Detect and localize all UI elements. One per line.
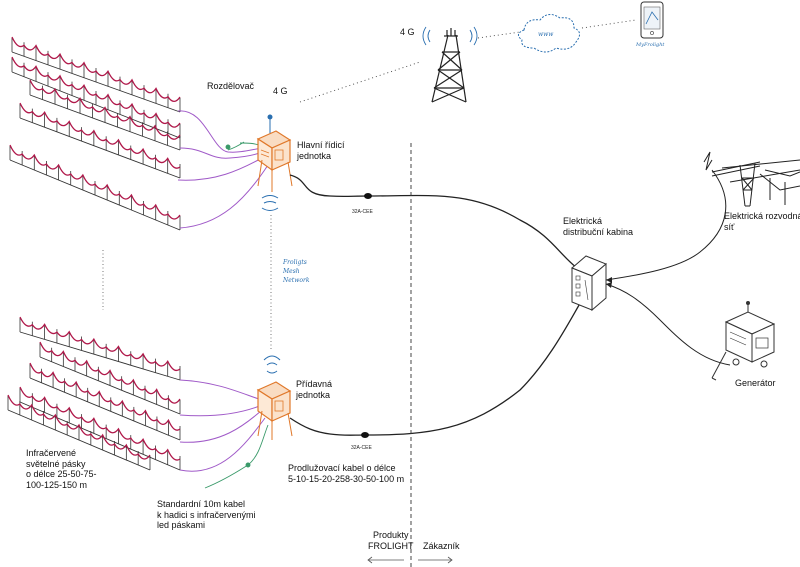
generator-icon — [711, 301, 776, 381]
ir-strip — [39, 341, 181, 404]
standard-cable-label: Standardní 10m kabel k hadici s infračer… — [157, 499, 256, 531]
products-label: Produkty FROLIGHT — [368, 530, 414, 551]
extension-cable-label-line2: 5-10-15-20-258-30-50-100 m — [288, 473, 405, 484]
feed-cables-bottom — [179, 379, 266, 472]
extension-cable-label: Prodlužovací kabel o délce 5-10-15-20-25… — [288, 463, 404, 484]
main-unit-label: Hlavní řídicí jednotka — [297, 140, 345, 161]
ir-strips-label-line4: 100-125-150 m — [26, 479, 88, 490]
products-label-line1: Produkty — [372, 530, 409, 540]
main-control-unit — [256, 114, 293, 192]
generator-cable — [605, 283, 731, 366]
cabinet-label: Elektrická distribuční kabina — [563, 216, 633, 237]
standard-cable-label-line2: k hadici s infračervenými — [157, 509, 256, 520]
smartphone-icon — [640, 1, 664, 39]
aux-unit-label-line1: Přídavná — [296, 379, 333, 389]
grid-label-line2: síť — [724, 221, 735, 232]
mesh-label-line3: Network — [282, 277, 310, 284]
ir-strip — [19, 386, 181, 461]
connector-top-label: 32A-CEE — [352, 209, 374, 215]
generator-label: Generátor — [735, 378, 776, 388]
signal-arcs-icon — [422, 26, 478, 46]
cabinet-label-line2: distribuční kabina — [563, 226, 634, 237]
standard-cable-label-line3: led páskami — [157, 520, 206, 530]
cloud-icon: www — [518, 14, 580, 53]
main-unit-label-line2: jednotka — [297, 150, 332, 161]
extension-cable-top — [289, 174, 578, 269]
connector-icon — [361, 193, 372, 438]
connector-bottom-label: 32A-CEE — [351, 445, 373, 451]
cabinet-label-line1: Elektrická — [563, 216, 603, 226]
boundary-arrows — [367, 556, 453, 564]
row-rail — [19, 401, 181, 471]
wifi-icon — [263, 355, 281, 374]
cloud-app-link — [581, 19, 637, 29]
mesh-label-line2: Mesh — [282, 268, 300, 275]
extension-cable-label-line1: Prodlužovací kabel o délce — [288, 463, 396, 473]
arrow-icon — [606, 282, 612, 288]
row-rail — [29, 377, 181, 441]
splitter-label: Rozdělovač — [207, 81, 255, 91]
ir-strips-label-line1: Infračervené — [26, 448, 77, 458]
ir-strips-label-line3: o délce 25-50-75- — [26, 469, 97, 479]
mesh-label-line1: Froligts — [282, 259, 307, 266]
grid-cable — [605, 169, 727, 281]
ir-strip — [11, 36, 181, 102]
ir-strip — [29, 362, 181, 431]
4g-label-tower: 4 G — [400, 27, 415, 37]
auxiliary-unit — [256, 381, 293, 440]
greenhouse-rows-bottom — [7, 316, 181, 471]
app-label: MyFrolight — [635, 42, 665, 48]
ir-strip — [11, 56, 181, 128]
ir-strip — [7, 394, 151, 460]
ir-strip — [19, 316, 181, 372]
feed-cables-top — [177, 110, 269, 229]
aux-unit-label-line2: jednotka — [296, 389, 331, 400]
arrow-icon — [606, 277, 612, 283]
ir-strips-label: Infračervené světelné pásky o délce 25-5… — [26, 448, 97, 490]
grid-label: Elektrická rozvodná síť — [724, 211, 800, 232]
row-rail — [19, 331, 181, 381]
ir-strips-label-line2: světelné pásky — [26, 458, 86, 469]
4g-label-unit: 4 G — [273, 86, 288, 96]
cloud-label: www — [538, 31, 554, 38]
standard-cable-label-line1: Standardní 10m kabel — [157, 499, 246, 509]
aux-unit-label: Přídavná jednotka — [296, 379, 332, 400]
cell-tower-icon — [431, 28, 467, 103]
grid-label-line1: Elektrická rozvodná — [724, 211, 800, 221]
ir-strip — [29, 79, 181, 140]
sensor-leads — [204, 141, 269, 489]
customer-label: Zákazník — [423, 541, 460, 551]
row-rail — [19, 117, 181, 179]
ir-strip — [9, 144, 181, 220]
power-line-icon — [703, 151, 800, 207]
greenhouse-rows-top — [9, 36, 181, 231]
wifi-icon — [261, 195, 279, 211]
tower-cloud-link — [477, 31, 521, 39]
4g-link — [299, 61, 421, 103]
distribution-cabinet-icon — [571, 255, 607, 312]
extension-cable-bottom — [289, 299, 583, 436]
products-label-line2: FROLIGHT — [368, 540, 414, 551]
main-unit-label-line1: Hlavní řídicí — [297, 140, 345, 150]
ir-strip — [19, 102, 181, 169]
